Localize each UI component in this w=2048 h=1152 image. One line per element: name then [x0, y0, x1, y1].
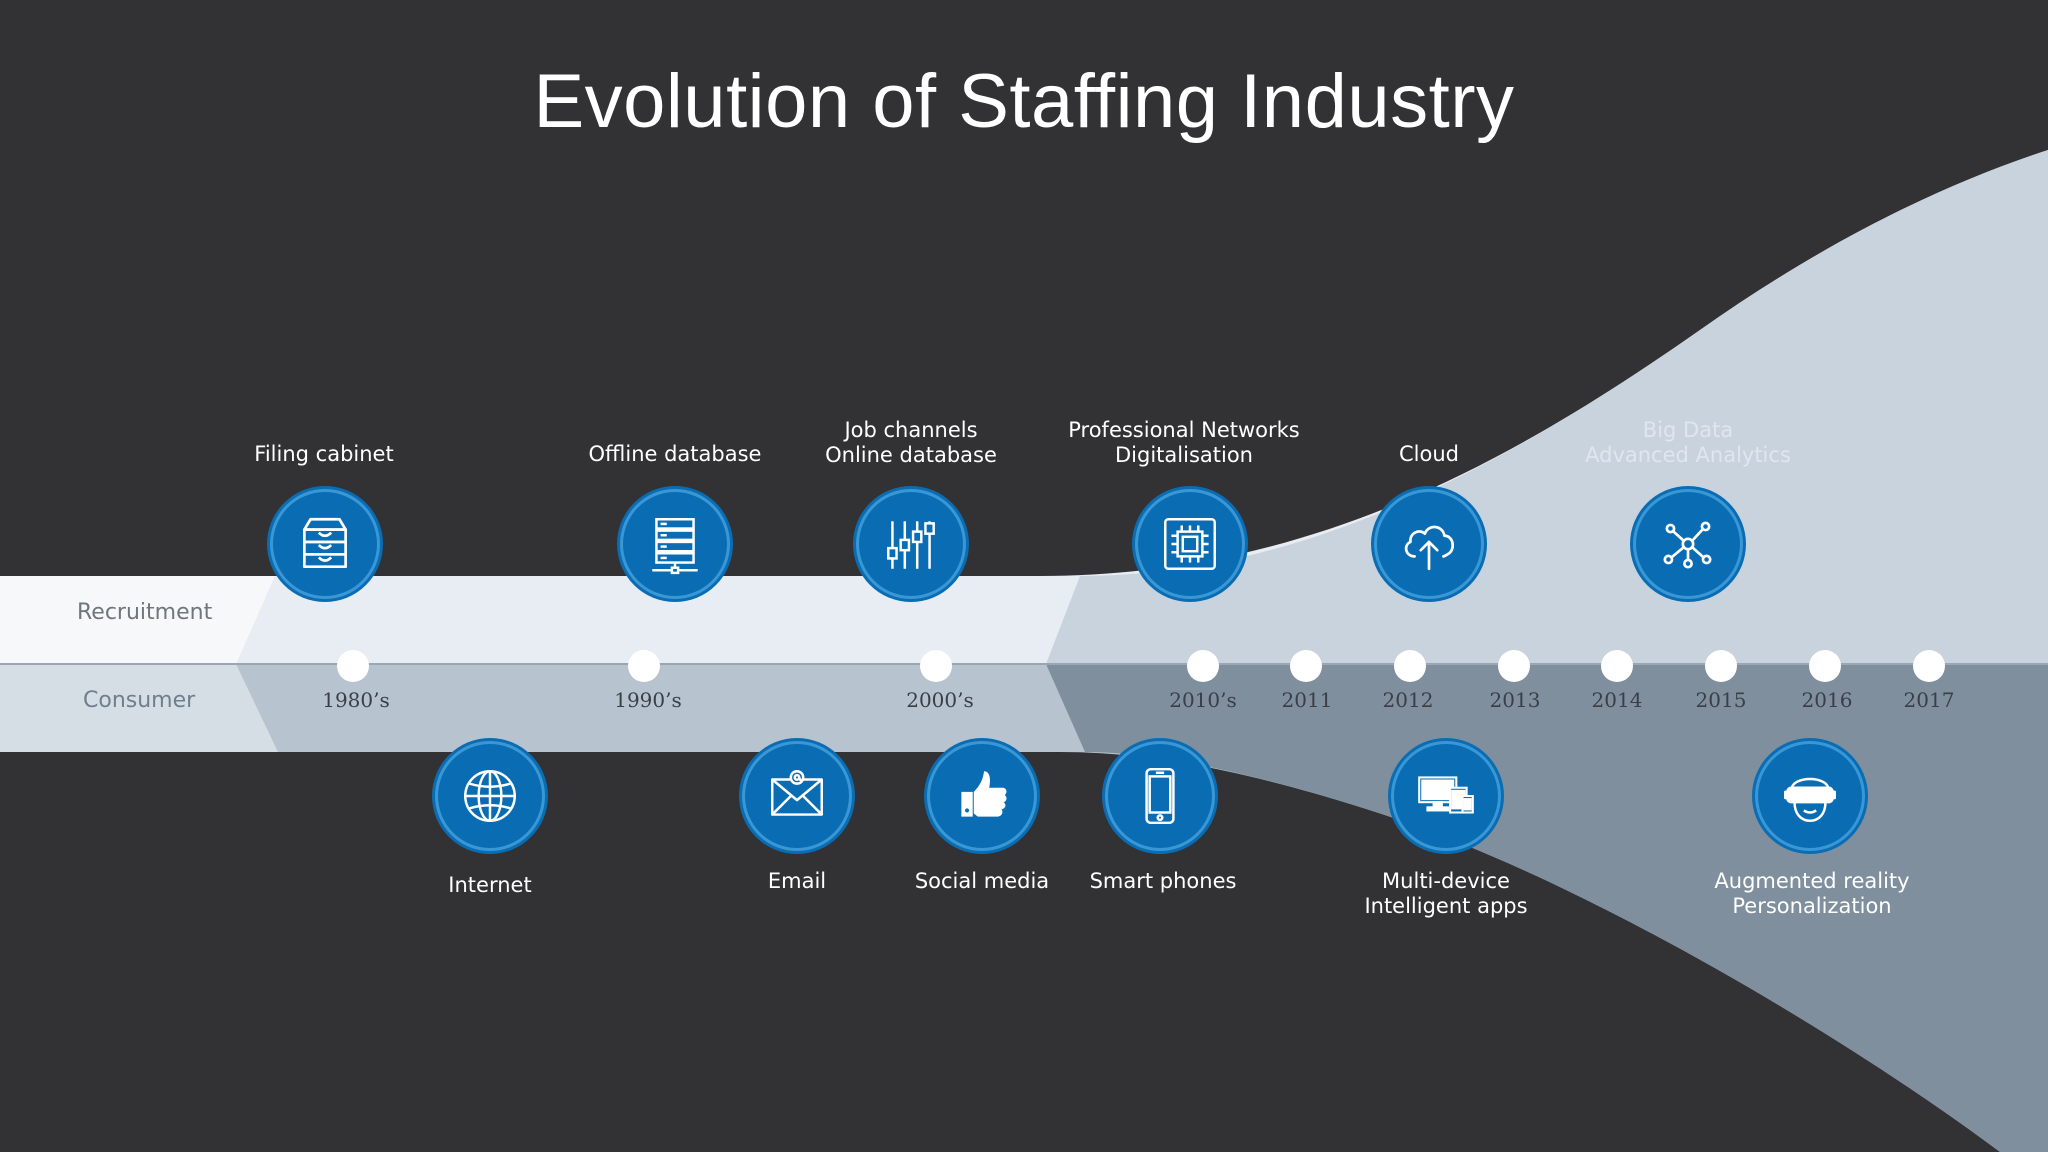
timeline-dot [1601, 650, 1633, 682]
consumer-item-label: Internet [448, 873, 532, 897]
timeline-dot [1187, 650, 1219, 682]
timeline-dot [337, 650, 369, 682]
recruitment-item-label: Big Data Advanced Analytics [1585, 418, 1791, 467]
smartphone-icon [1105, 741, 1215, 851]
consumer-item-label: Multi-device Intelligent apps [1364, 869, 1528, 918]
timeline-dot [1809, 650, 1841, 682]
year-label: 2017 [1903, 688, 1955, 712]
year-label: 2016 [1801, 688, 1853, 712]
year-label: 2012 [1382, 688, 1434, 712]
timeline-dot [1705, 650, 1737, 682]
recruitment-item-label: Job channels Online database [825, 418, 997, 467]
timeline-dot [1290, 650, 1322, 682]
recruitment-left-strip [0, 576, 275, 664]
thumbs-up-icon [927, 741, 1037, 851]
sliders-icon [856, 489, 966, 599]
year-label: 2013 [1489, 688, 1541, 712]
devices-icon [1391, 741, 1501, 851]
consumer-item-label: Email [767, 869, 827, 893]
consumer-item-label: Augmented reality Personalization [1714, 869, 1910, 918]
upper-wedge-shade [1046, 150, 2048, 664]
chip-icon [1135, 489, 1245, 599]
consumer-left-strip [0, 664, 278, 752]
timeline-dot [1913, 650, 1945, 682]
year-label: 1980’s [322, 688, 390, 712]
year-label: 2015 [1695, 688, 1747, 712]
year-label: 2000’s [906, 688, 974, 712]
timeline-dot [1394, 650, 1426, 682]
server-database-icon [620, 489, 730, 599]
page-title: Evolution of Staffing Industry [533, 59, 1515, 144]
envelope-icon [742, 741, 852, 851]
cloud-upload-icon [1374, 489, 1484, 599]
year-label: 2010’s [1169, 688, 1237, 712]
consumer-item-label: Smart phones [1089, 869, 1237, 893]
consumer-label: Consumer [83, 688, 196, 713]
year-label: 1990’s [614, 688, 682, 712]
timeline-dot [920, 650, 952, 682]
timeline-dot [628, 650, 660, 682]
consumer-item-label: Social media [914, 869, 1050, 893]
globe-icon [435, 741, 545, 851]
timeline-dot [1498, 650, 1530, 682]
year-label: 2011 [1281, 688, 1333, 712]
year-label: 2014 [1591, 688, 1643, 712]
filing-cabinet-icon [270, 489, 380, 599]
recruitment-item-label: Cloud [1399, 442, 1459, 466]
recruitment-item-label: Offline database [588, 442, 762, 466]
network-nodes-icon [1633, 489, 1743, 599]
vr-headset-icon [1755, 741, 1865, 851]
recruitment-item-label: Professional Networks Digitalisation [1068, 418, 1300, 467]
recruitment-label: Recruitment [77, 600, 213, 625]
recruitment-item-label: Filing cabinet [254, 442, 394, 466]
